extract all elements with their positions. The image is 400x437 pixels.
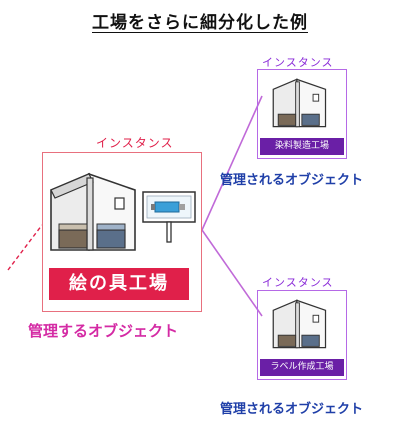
connector-incoming-dashed [7, 224, 43, 271]
diagram-title-text: 工場をさらに細分化した例 [92, 13, 308, 33]
sub-instance-label-lower: インスタンス [262, 276, 334, 289]
managed-caption-upper: 管理されるオブジェクト [220, 173, 364, 188]
diagram-title: 工場をさらに細分化した例 [0, 8, 400, 33]
main-instance-label: インスタンス [96, 136, 174, 150]
sub-instance-name-lower: ラベル作成工場 [260, 359, 344, 376]
managed-caption-lower: 管理されるオブジェクト [220, 402, 364, 417]
sub-instance-box-lower [257, 290, 347, 380]
factory-building-icon [50, 172, 136, 251]
connector-lower [201, 229, 263, 317]
sub-instance-box-upper [257, 69, 347, 159]
factory-building-icon [272, 78, 327, 128]
factory-building-icon [272, 299, 327, 349]
connector-upper [201, 95, 263, 231]
sub-instance-label-upper: インスタンス [262, 56, 334, 69]
main-instance-name: 絵の具工場 [49, 268, 189, 300]
signboard-icon [142, 191, 196, 243]
main-instance-box [42, 152, 202, 312]
main-managing-caption: 管理するオブジェクト [28, 322, 179, 340]
sub-instance-name-upper: 染料製造工場 [260, 138, 344, 155]
